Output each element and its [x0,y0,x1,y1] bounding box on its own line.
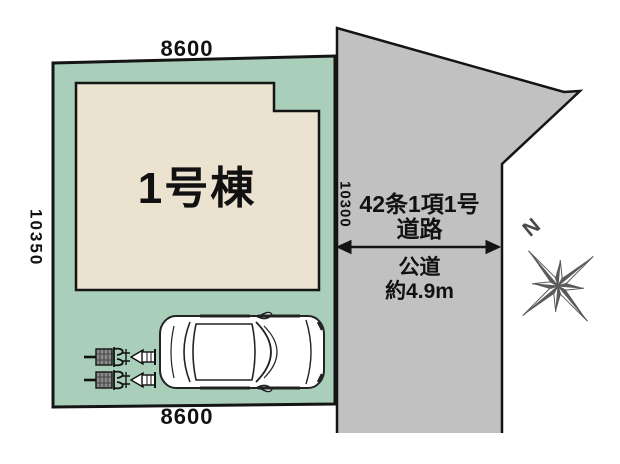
road-type-label: 公道 [398,256,441,279]
road-outline [335,26,584,433]
road-classification-line2: 道路 [396,216,443,242]
dimension-road-side: 10300 [336,180,354,228]
road-area [337,28,580,433]
bicycle-top-view-icon [84,347,156,367]
dimension-left: 10350 [26,209,46,267]
road-classification-line1: 42条1項1号 [359,191,480,217]
building-label: 1号棟 [137,164,257,213]
road-width-arrow [335,239,502,255]
dimension-top: 8600 [160,36,214,61]
road-width-label: 約4.9m [385,280,454,303]
dimension-bottom: 8600 [160,404,214,429]
building-footprint [74,81,321,292]
bicycle-top-view-icon [84,370,156,390]
compass-rose-icon [522,250,594,322]
car-top-view-icon [159,311,325,393]
